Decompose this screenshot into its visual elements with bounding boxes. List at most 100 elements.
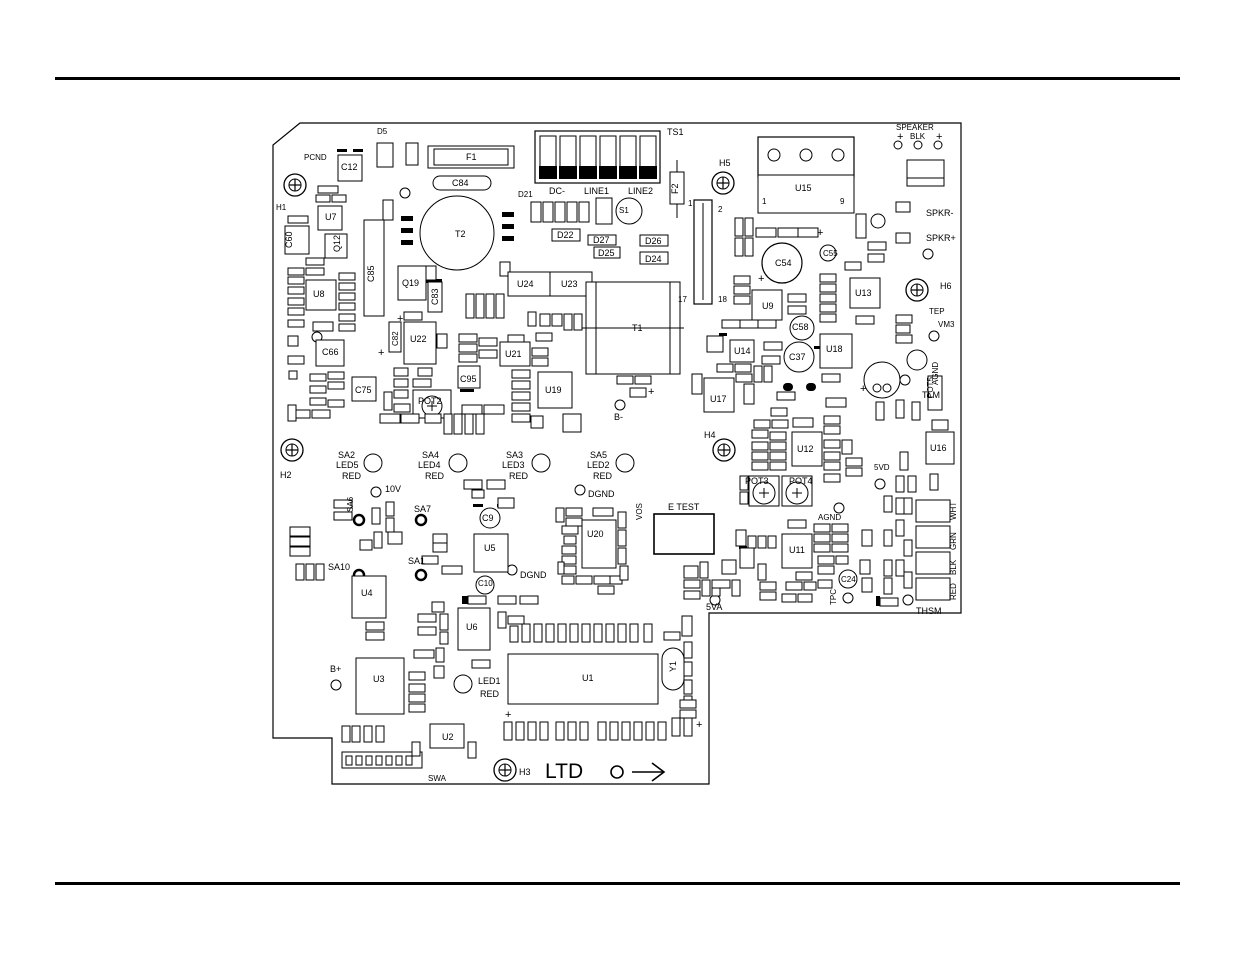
component-y1 (661, 647, 685, 691)
component-c41 (751, 451, 769, 461)
component-c3 (365, 631, 385, 641)
silkscreen-label: SA4 (422, 450, 439, 460)
component-r108 (771, 419, 789, 429)
silkscreen-label: 1 (688, 199, 693, 208)
silkscreen-label: C75 (355, 385, 372, 395)
component-r (617, 547, 627, 565)
silkscreen-label: 5VA (706, 602, 722, 612)
component-r (883, 559, 893, 577)
component-c9 (479, 507, 501, 529)
silkscreen-label: POT3 (745, 476, 769, 486)
component-r (895, 559, 905, 577)
component-r (539, 721, 549, 741)
component-r149 (895, 334, 913, 344)
silkscreen-label: H1 (276, 203, 287, 212)
component-r (683, 679, 693, 695)
component-r (767, 535, 777, 549)
component-r (617, 511, 627, 529)
component-d4 (405, 142, 419, 166)
component-q2 (432, 533, 448, 544)
component-r197 (393, 378, 409, 388)
component-c33 (751, 429, 769, 439)
component-r133 (787, 305, 807, 315)
component-r143 (844, 261, 862, 271)
silkscreen-label: SPKR- (926, 208, 954, 218)
silkscreen-label: E TEST (668, 502, 700, 512)
component-c34 (743, 383, 755, 405)
component-r (561, 575, 575, 585)
component-r78 (813, 533, 831, 543)
silkscreen-label: THSM (916, 606, 942, 616)
component-r (581, 623, 591, 643)
component-r220 (403, 311, 423, 321)
component-r (739, 475, 749, 491)
component-r54 (417, 626, 437, 636)
component-q19 (397, 265, 427, 301)
silkscreen-label: F2 (670, 183, 680, 194)
component-r160 (734, 237, 744, 257)
silkscreen-label: U2 (442, 732, 454, 742)
mounting-hole (712, 438, 736, 462)
silkscreen-label: D25 (598, 248, 615, 258)
component-u24 (507, 271, 551, 297)
silkscreen-label: C9 (482, 513, 494, 523)
component-r104 (734, 363, 752, 373)
silkscreen-label: SA2 (338, 450, 355, 460)
component-r227 (400, 413, 420, 424)
component-c19 (706, 335, 724, 353)
component-r157 (739, 319, 759, 329)
silkscreen-label: LED2 (587, 460, 610, 470)
component-r (617, 623, 627, 643)
component-r116 (823, 451, 841, 461)
component-q (431, 601, 445, 613)
component-r182 (287, 286, 305, 295)
silkscreen-label: U1 (582, 673, 594, 683)
component-r220 (453, 413, 463, 435)
component-c5 (413, 649, 435, 659)
component-r (439, 613, 449, 631)
component-c12 (337, 154, 363, 182)
component-r48 (561, 525, 579, 535)
component-c95 (457, 365, 481, 389)
component-r224 (443, 413, 453, 435)
polarity-marks: + + + + + + + + + + (378, 131, 942, 731)
component-r (759, 581, 777, 591)
component-c38 (831, 533, 849, 543)
component-c (803, 581, 817, 591)
component-t1 (582, 281, 684, 375)
component-c69 (787, 519, 807, 529)
component-c23 (592, 507, 614, 517)
silkscreen-label: C66 (322, 347, 339, 357)
component-r (683, 661, 693, 677)
silkscreen-label: LED5 (336, 460, 359, 470)
silkscreen-label: LED4 (418, 460, 441, 470)
component-r222 (475, 413, 485, 435)
silkscreen-label: SA10 (328, 562, 350, 572)
mounting-hole (493, 758, 517, 782)
component-r174 (305, 267, 325, 276)
mounting-hole (711, 171, 735, 195)
component-r (795, 571, 813, 581)
component-u20 (581, 519, 617, 569)
component-r (597, 721, 607, 741)
component-f1 (427, 145, 515, 169)
component-r120 (769, 441, 787, 451)
component-d16 (879, 597, 899, 607)
component-pot3 (748, 475, 780, 507)
silkscreen-label: U4 (361, 588, 373, 598)
component-r56 (561, 545, 577, 555)
component-r (763, 365, 773, 383)
component-c (735, 529, 747, 547)
component-ltd (562, 413, 582, 433)
silkscreen-label: B- (614, 412, 623, 422)
component-c (499, 261, 511, 277)
silkscreen-label: POT4 (789, 476, 813, 486)
component-c (657, 721, 667, 741)
component-r187 (338, 323, 356, 332)
component-d5 (376, 142, 394, 168)
component-r (757, 535, 767, 549)
svg-text:+: + (648, 386, 654, 398)
component-r (895, 475, 905, 493)
component-c4 (365, 621, 385, 631)
component-r228 (483, 404, 505, 415)
